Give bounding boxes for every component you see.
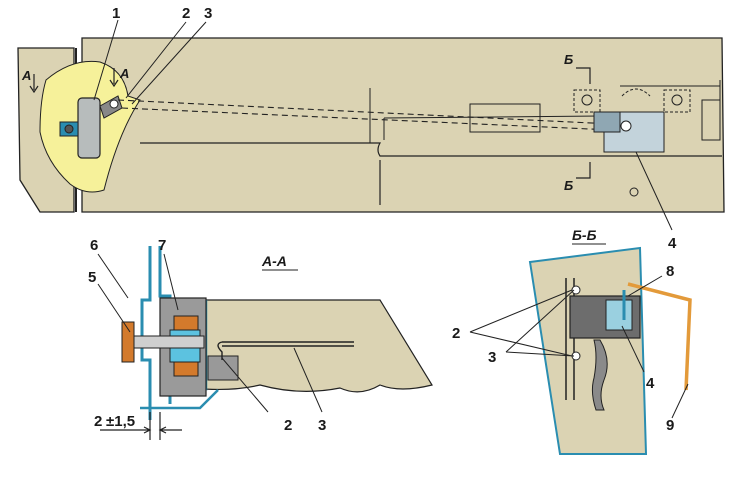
bb-lever [591, 339, 608, 411]
callout-bb-8: 8 [666, 263, 674, 280]
callout-bb-9: 9 [666, 417, 674, 434]
section-b-b: 2 3 8 4 9 Б-Б [452, 227, 692, 455]
dimension-value: 2 [94, 413, 102, 430]
aa-rod [217, 341, 354, 360]
section-title-bb: Б-Б [572, 227, 597, 243]
callout-bb-4: 4 [646, 375, 655, 392]
callout-top-2: 2 [182, 5, 190, 22]
callout-aa-5: 5 [88, 269, 96, 286]
section-a-a: 2 ±1,5 6 5 7 2 3 А-А [88, 237, 433, 440]
bb-orange-rod [627, 282, 692, 391]
callout-aa-7: 7 [158, 237, 166, 254]
door-overview: 1 2 3 4 А А Б Б [17, 5, 725, 252]
outer-handle [77, 97, 101, 159]
bb-door-panel [528, 246, 648, 455]
callout-aa-2: 2 [284, 417, 292, 434]
section-mark-b-top: Б [564, 52, 573, 67]
section-title-aa: А-А [261, 253, 287, 269]
callout-bb-3: 3 [488, 349, 496, 366]
lock-rods [117, 99, 613, 131]
dimension-tolerance: ±1,5 [106, 413, 135, 430]
section-mark-a-left: А [21, 68, 31, 83]
callout-aa-6: 6 [90, 237, 98, 254]
section-mark-b-bottom: Б [564, 178, 573, 193]
callout-aa-3: 3 [318, 417, 326, 434]
callout-top-4: 4 [668, 235, 677, 252]
callout-bb-2: 2 [452, 325, 460, 342]
section-mark-a-right: А [119, 66, 129, 81]
callout-top-3: 3 [204, 5, 212, 22]
callout-top-1: 1 [112, 5, 120, 22]
